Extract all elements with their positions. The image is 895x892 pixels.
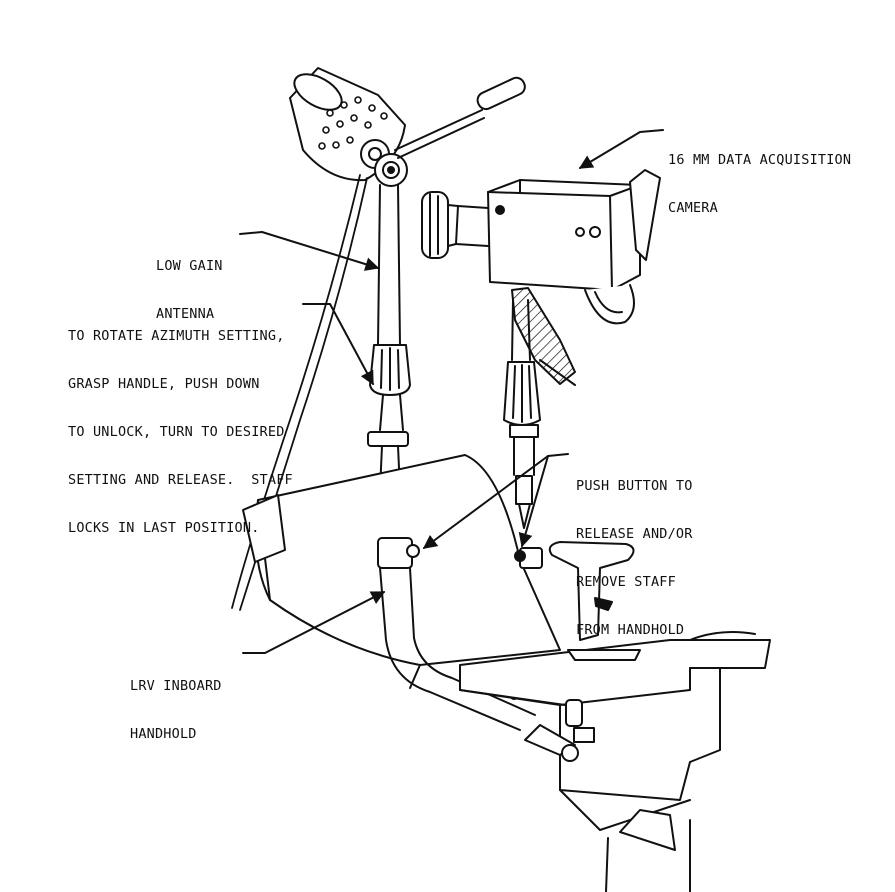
camera-label-line-2: CAMERA xyxy=(668,200,718,216)
handhold-label-line-2: HANDHOLD xyxy=(130,726,197,742)
azimuth-line-4: SETTING AND RELEASE. STAFF xyxy=(68,472,293,488)
push-button-label: PUSH BUTTON TO RELEASE AND/OR REMOVE STA… xyxy=(576,446,693,670)
camera-label: 16 MM DATA ACQUISITION CAMERA xyxy=(668,120,851,248)
azimuth-line-2: GRASP HANDLE, PUSH DOWN xyxy=(68,376,260,392)
push-button-line-3: REMOVE STAFF xyxy=(576,574,676,590)
antenna-label-line-1: LOW GAIN xyxy=(156,258,223,274)
camera-leader xyxy=(578,129,664,169)
azimuth-line-1: TO ROTATE AZIMUTH SETTING, xyxy=(68,328,285,344)
lrv-inboard-handhold xyxy=(377,537,543,731)
handhold-leader xyxy=(242,591,386,654)
antenna-label-line-2: ANTENNA xyxy=(156,306,215,322)
antenna-staff xyxy=(367,184,411,531)
antenna-label: LOW GAIN ANTENNA xyxy=(156,226,223,354)
push-button-line-2: RELEASE AND/OR xyxy=(576,526,693,542)
low-gain-antenna xyxy=(289,67,526,187)
push-button-line-4: FROM HANDHOLD xyxy=(576,622,685,638)
push-button-line-1: PUSH BUTTON TO xyxy=(576,478,693,494)
antenna-cable xyxy=(231,174,361,609)
push-button-leader-2 xyxy=(518,455,549,548)
leader-lines xyxy=(239,129,664,654)
handhold-label-line-1: LRV INBOARD xyxy=(130,678,222,694)
lrv-control-console xyxy=(459,541,771,892)
azimuth-leader xyxy=(302,303,374,386)
data-acquisition-camera xyxy=(421,169,661,386)
antenna-leader xyxy=(239,231,380,271)
handhold-label: LRV INBOARD HANDHOLD xyxy=(130,646,222,774)
camera-staff xyxy=(503,299,541,529)
azimuth-line-3: TO UNLOCK, TURN TO DESIRED xyxy=(68,424,285,440)
azimuth-line-5: LOCKS IN LAST POSITION. xyxy=(68,520,260,536)
azimuth-instruction-label: TO ROTATE AZIMUTH SETTING, GRASP HANDLE,… xyxy=(68,296,293,568)
camera-label-line-1: 16 MM DATA ACQUISITION xyxy=(668,152,852,168)
